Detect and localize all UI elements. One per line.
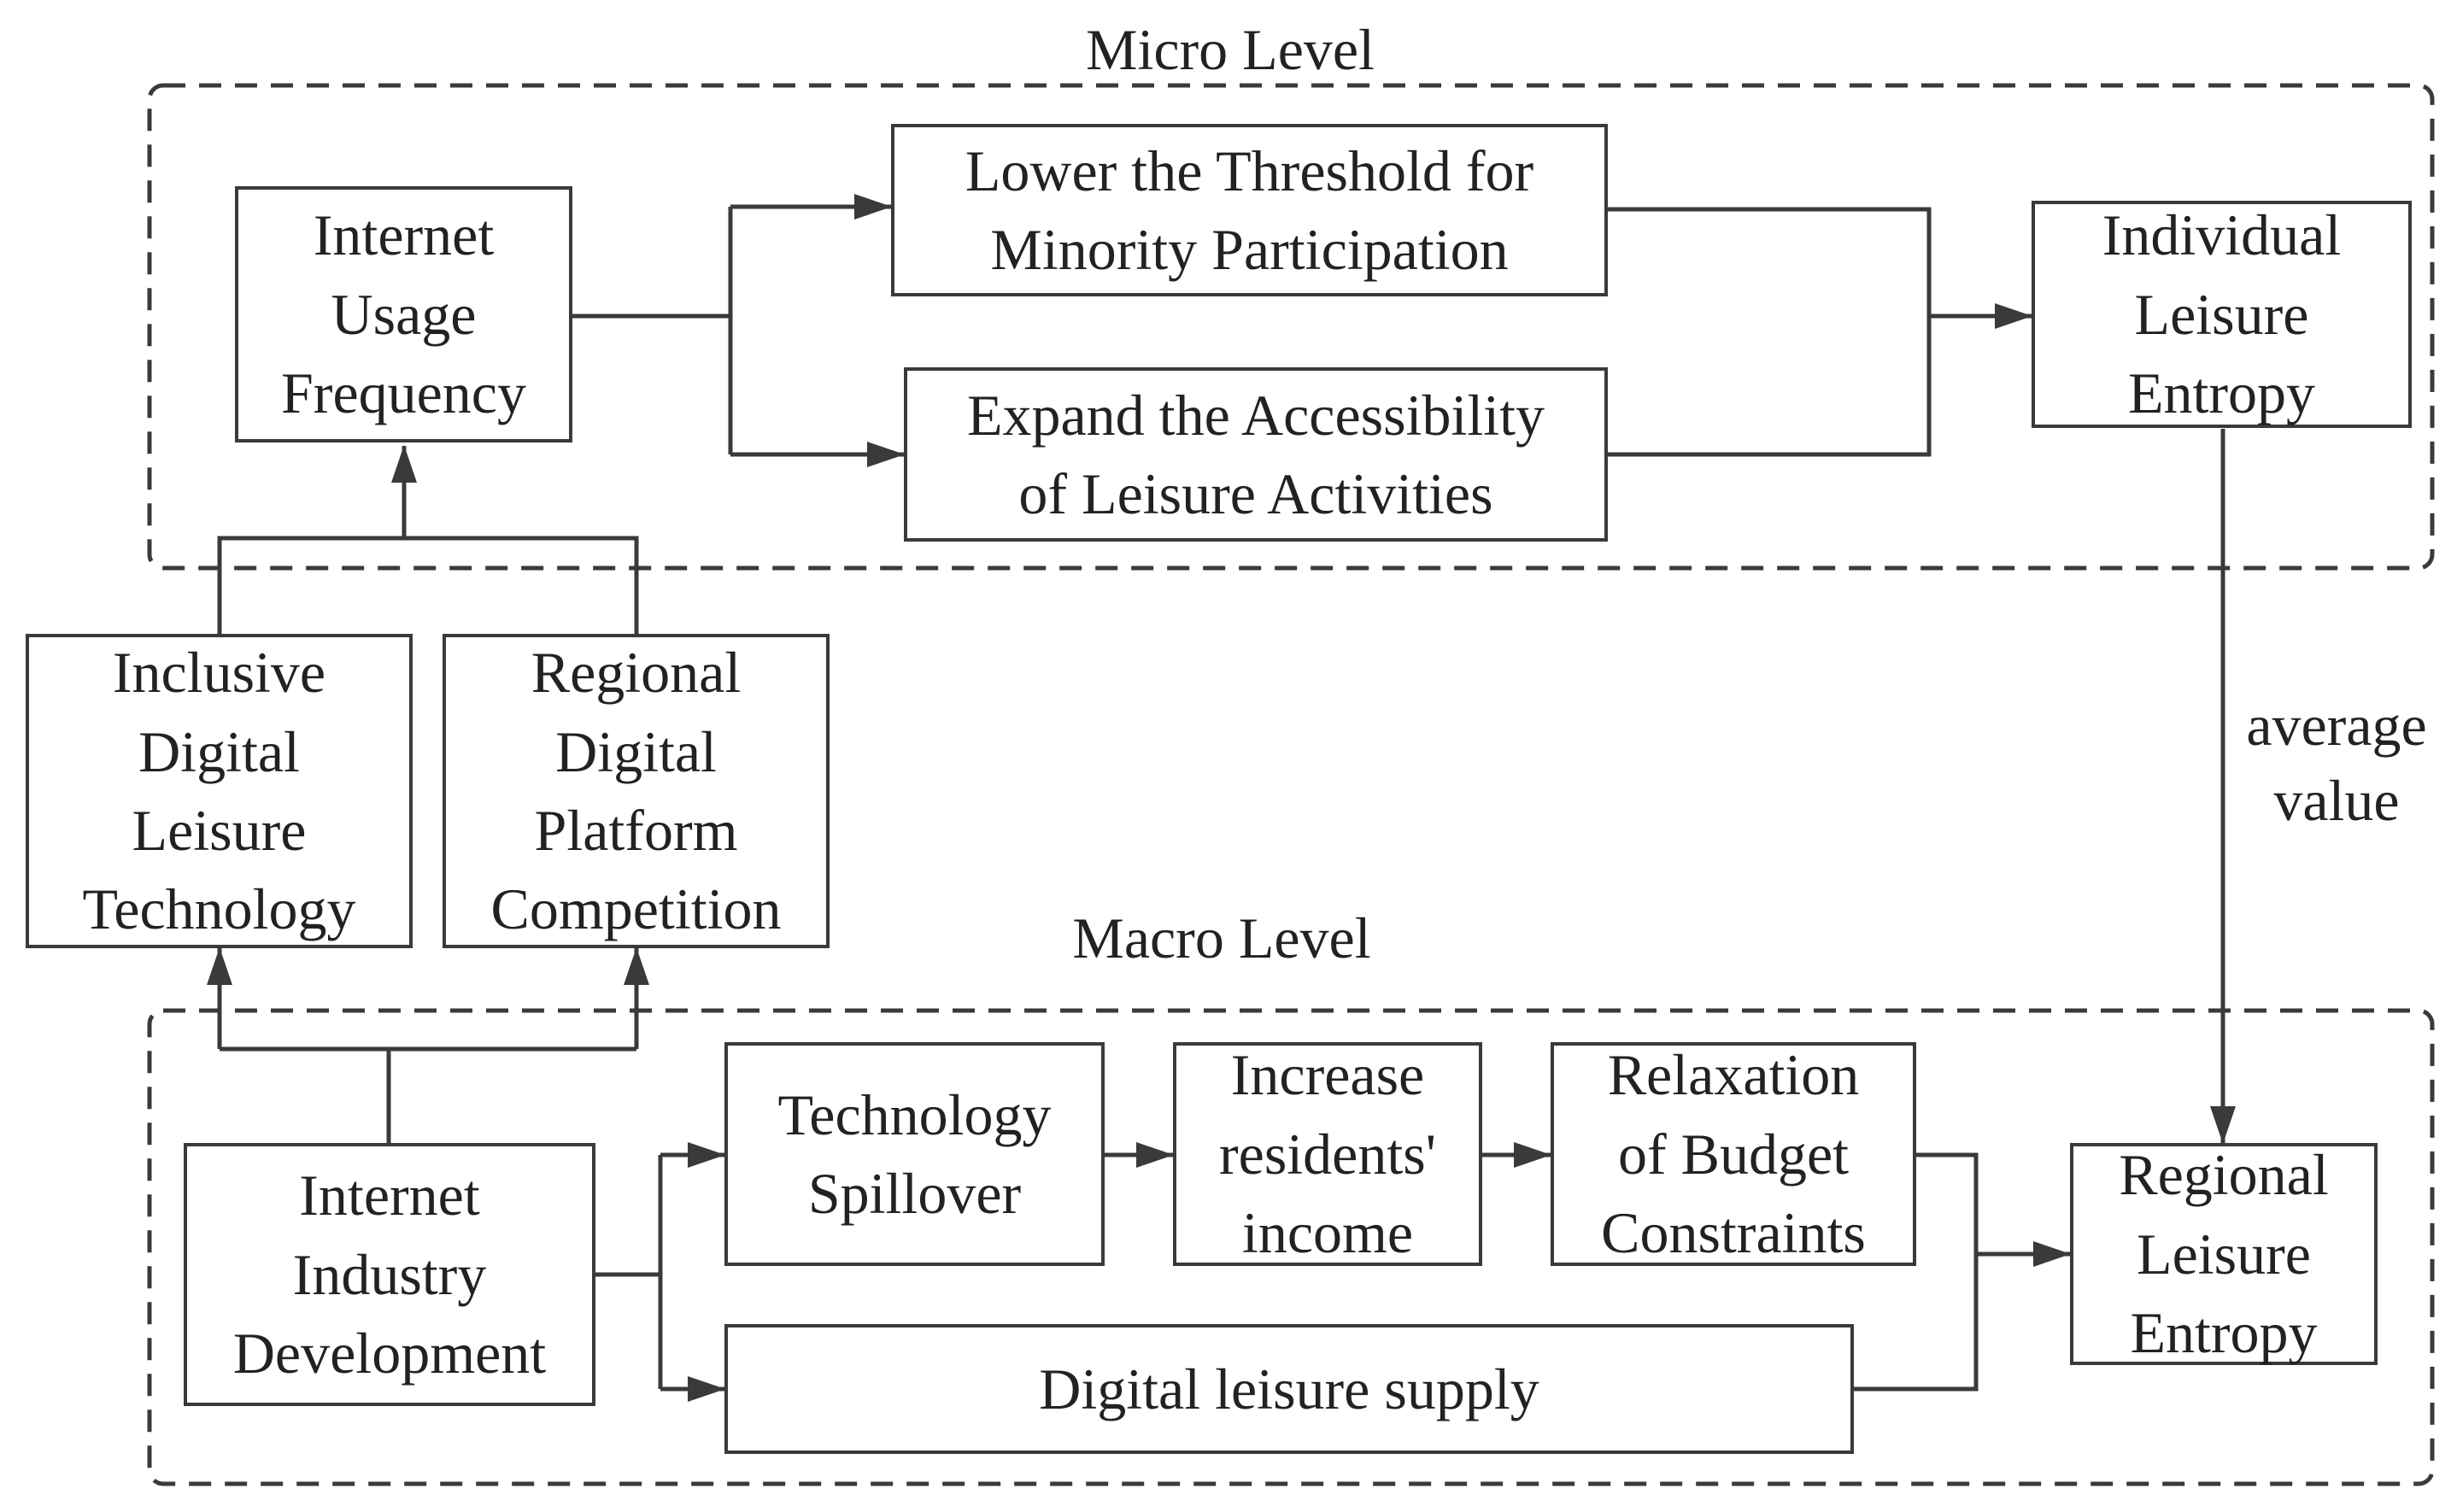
expand-accessibility-box: Expand the Accessibility of Leisure Acti…: [904, 367, 1608, 542]
digital-leisure-supply-box: Digital leisure supply: [724, 1324, 1854, 1454]
increase-residents-income-box: Increase residents' income: [1173, 1042, 1482, 1266]
micro-level-title: Micro Level: [1086, 17, 1375, 82]
micro-level-frame: [147, 83, 2435, 571]
internet-industry-development-box: Internet Industry Development: [184, 1143, 595, 1406]
regional-leisure-entropy-box: Regional Leisure Entropy: [2070, 1142, 2378, 1365]
usage-branch-connector: [572, 207, 733, 454]
industry-branch-connector: [595, 1155, 663, 1389]
macro-level-title: Macro Level: [1072, 905, 1371, 970]
internet-usage-frequency-box: Internet Usage Frequency: [235, 186, 572, 442]
inclusive-digital-leisure-technology-box: Inclusive Digital Leisure Technology: [26, 634, 413, 948]
technology-spillover-box: Technology Spillover: [724, 1042, 1105, 1266]
macro-merge-connector: [1854, 1152, 1979, 1392]
average-value-label: average value: [2246, 693, 2427, 834]
lower-threshold-box: Lower the Threshold for Minority Partici…: [891, 124, 1608, 296]
macro-level-frame: [147, 1008, 2435, 1486]
individual-leisure-entropy-box: Individual Leisure Entropy: [2032, 201, 2412, 428]
middle-merge-connector: [217, 536, 639, 634]
industry-up-connector: [220, 1046, 636, 1143]
regional-digital-platform-competition-box: Regional Digital Platform Competition: [443, 634, 830, 948]
micro-merge-connector: [1608, 207, 1932, 457]
relaxation-of-budget-constraints-box: Relaxation of Budget Constraints: [1551, 1042, 1916, 1266]
